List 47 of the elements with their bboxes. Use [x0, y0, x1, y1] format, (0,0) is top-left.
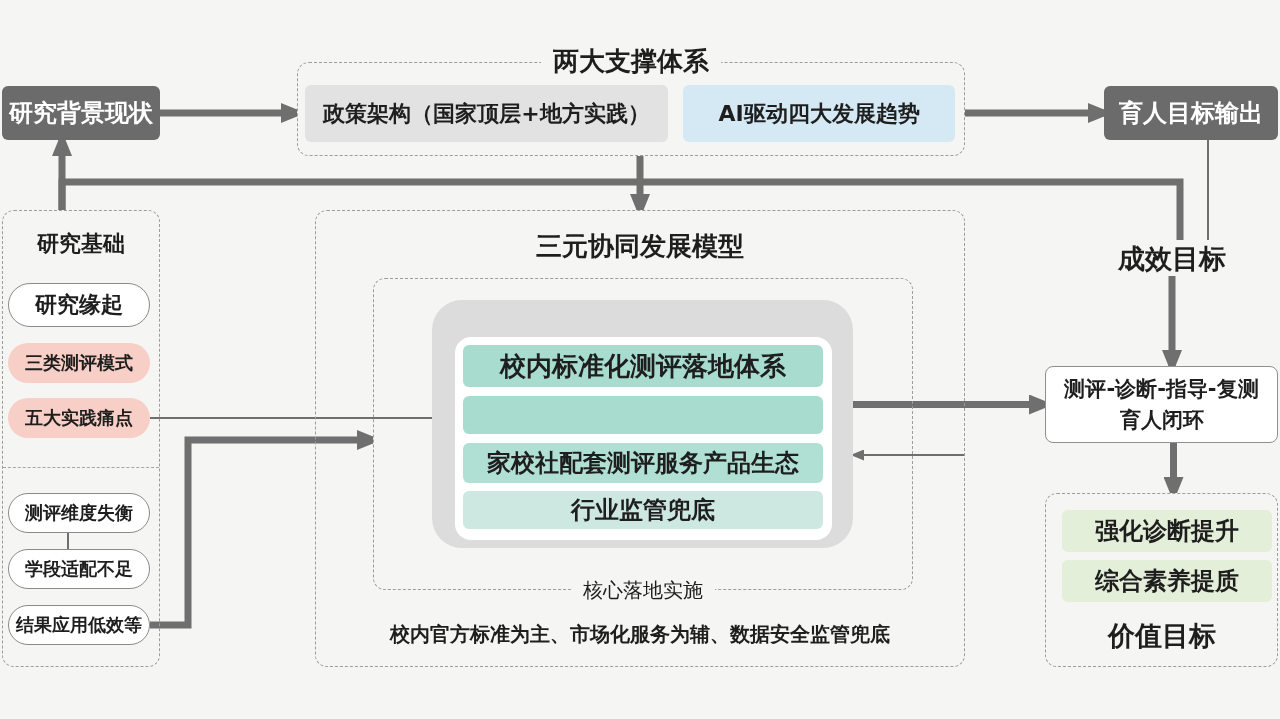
- connector-line: [1207, 139, 1209, 241]
- process-box: [1104, 86, 1278, 140]
- group-frame: [1045, 493, 1278, 667]
- group-note: 校内官方标准为主、市场化服务为辅、数据安全监管兜底: [390, 624, 890, 644]
- pill-tag: [8, 343, 150, 383]
- node-text: 育人闭环: [1119, 406, 1204, 433]
- node-text: 测评-诊断-指导-复测: [1064, 376, 1259, 403]
- node-text: 政策架构（国家顶层+地方实践）: [323, 102, 650, 125]
- group-title: 价值目标: [1107, 622, 1216, 649]
- pill-tag: [8, 493, 150, 533]
- node-text: AI驱动四大发展趋势: [718, 102, 920, 125]
- pill-text: 学段适配不足: [25, 560, 133, 578]
- process-box: [2, 86, 160, 140]
- pill-tag: [8, 605, 150, 645]
- bar-text: 行业监管兜底: [571, 498, 715, 522]
- goal-heading: 成效目标: [1116, 240, 1228, 276]
- pill-text: 结果应用低效等: [16, 616, 142, 634]
- pill-text: 研究缘起: [35, 294, 123, 316]
- process-box: [683, 85, 955, 142]
- outcome-bar: [1062, 510, 1272, 552]
- layer-bar: [463, 443, 823, 483]
- outcome-bar: [1062, 560, 1272, 602]
- bar-text: 校内标准化测评落地体系: [500, 353, 786, 379]
- pill-text: 测评维度失衡: [25, 504, 133, 522]
- node-title: 研究背景现状: [9, 101, 153, 125]
- group-frame: [315, 210, 965, 667]
- connector-line: [149, 417, 433, 419]
- layer-bar: [463, 491, 823, 529]
- pill-text: 三类测评模式: [25, 354, 133, 372]
- pill-text: 五大实践痛点: [25, 409, 133, 427]
- empty-bar: [463, 396, 823, 434]
- group-frame: [2, 210, 160, 667]
- group-title: 核心落地实施: [571, 580, 715, 600]
- group-title: 两大支撑体系: [541, 48, 721, 74]
- process-box: [1045, 366, 1278, 443]
- group-title: 研究基础: [37, 233, 125, 255]
- node-title: 育人目标输出: [1119, 101, 1263, 125]
- bar-text: 家校社配套测评服务产品生态: [487, 451, 799, 475]
- pill-tag: [8, 398, 150, 438]
- layer-bar: [463, 345, 823, 387]
- group-title: 三元协同发展模型: [536, 233, 744, 259]
- bar-text: 强化诊断提升: [1095, 519, 1239, 543]
- connector-line: [67, 532, 69, 550]
- pill-tag: [8, 283, 150, 327]
- pill-tag: [8, 549, 150, 589]
- bar-text: 综合素养提质: [1095, 569, 1239, 593]
- outer-panel: [432, 300, 853, 548]
